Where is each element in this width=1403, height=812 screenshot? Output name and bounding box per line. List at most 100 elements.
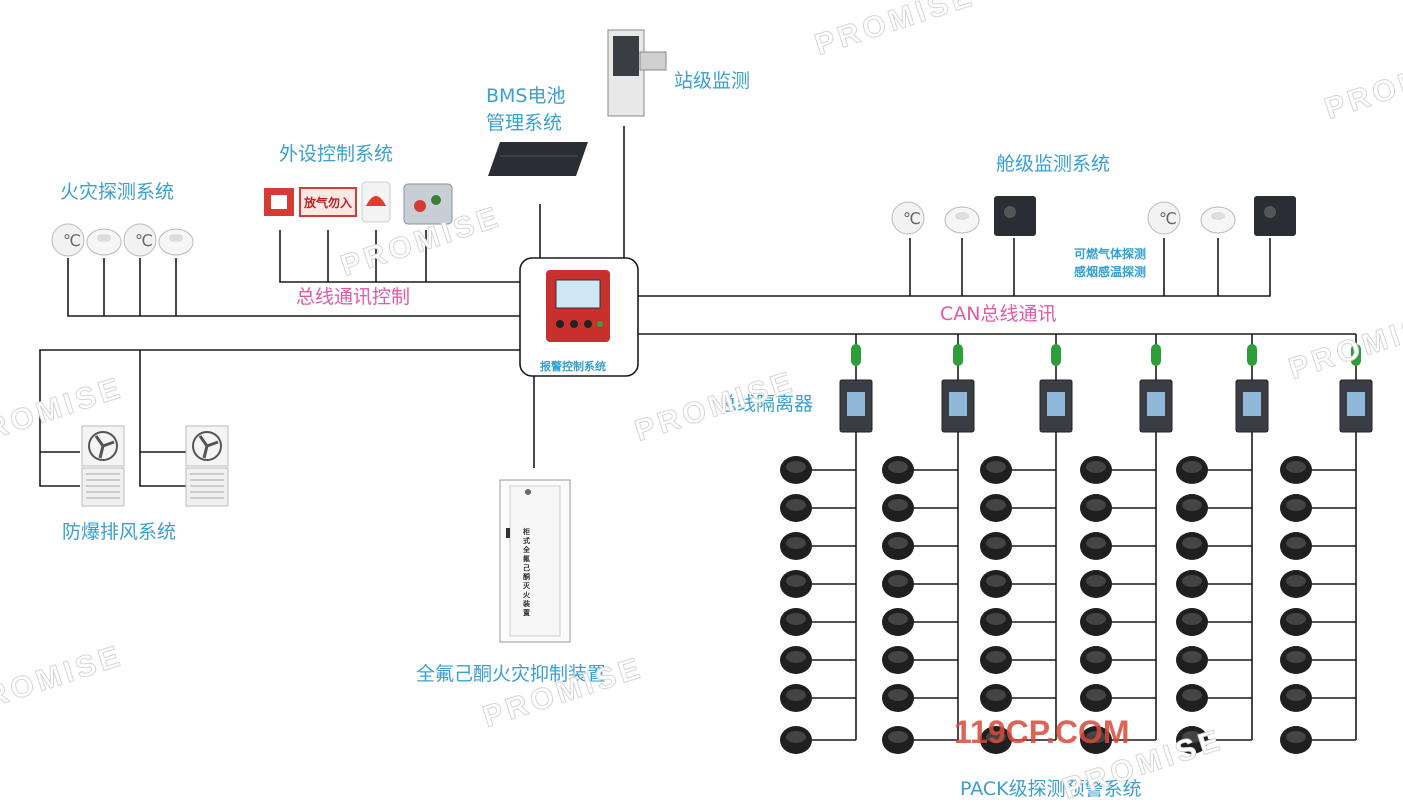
pack-detector-lens [1182, 461, 1202, 473]
heat-detector-icon: ℃ [1147, 201, 1181, 235]
gas-detector-icon [994, 196, 1036, 236]
pack-detector-lens [888, 651, 908, 663]
smoke-temp-detect-label: 感烟感温探测 [1074, 265, 1147, 279]
pack-warning-label: PACK级探测预警系统 [960, 778, 1142, 800]
control-box-icon [403, 183, 453, 225]
cabin-bus [638, 238, 1271, 297]
isolator-link-icon [953, 344, 963, 366]
smoke-detector-icon [944, 206, 980, 234]
pack-detector-lens [786, 689, 806, 701]
manual-call-point-icon [264, 188, 294, 216]
pack-detector-lens [1182, 499, 1202, 511]
cabinet-vertical-text: 柜式全氟己酮灭火装置 [523, 528, 530, 617]
suppression-cabinet-icon [499, 479, 571, 643]
isolator-display [1243, 392, 1261, 416]
smoke-detector-icon [1200, 206, 1236, 234]
peripheral-bus [279, 230, 520, 283]
pack-detector-lens [1182, 651, 1202, 663]
site-watermark: 119CP.COM [954, 714, 1130, 750]
cabin-monitor-label: 舱级监测系统 [996, 153, 1111, 175]
suppression-label: 全氟己酮火灾抑制装置 [416, 663, 607, 685]
pack-detector-lens [1086, 499, 1106, 511]
station-monitor-label: 站级监测 [674, 70, 751, 92]
pack-detector-lens [986, 651, 1006, 663]
pack-detector-lens [888, 731, 908, 743]
smoke-detector-icon [86, 228, 122, 256]
bus-isolator-label: 总线隔离器 [718, 393, 814, 415]
svg-text:℃: ℃ [63, 231, 81, 250]
pack-detector-lens [1182, 537, 1202, 549]
exhaust-fan-icon [81, 425, 125, 467]
pack-detector-lens [1286, 731, 1306, 743]
isolator-link-icon [1151, 344, 1161, 366]
isolator-link-icon [1051, 344, 1061, 366]
pack-detector-lens [1182, 731, 1202, 743]
pack-detector-lens [1182, 689, 1202, 701]
pack-detector-lens [888, 537, 908, 549]
pack-detector-lens [888, 461, 908, 473]
isolator-link-icon [1247, 344, 1257, 366]
bms-label-line1: BMS电池 [486, 85, 566, 107]
peripheral-control-label: 外设控制系统 [279, 143, 394, 165]
isolator-display [1147, 392, 1165, 416]
pack-detector-lens [786, 461, 806, 473]
pack-detector-lens [986, 537, 1006, 549]
pack-detector-lens [1086, 613, 1106, 625]
pack-detector-lens [1286, 651, 1306, 663]
pack-detector-lens [986, 731, 1006, 743]
pack-detector-lens [888, 689, 908, 701]
alarm-controller-icon [519, 257, 639, 377]
pack-detector-lens [1286, 461, 1306, 473]
pack-columns [780, 334, 1373, 754]
heat-detector-icon: ℃ [123, 223, 157, 257]
pack-detector-lens [1286, 613, 1306, 625]
pack-detector-lens [786, 651, 806, 663]
pack-detector-lens [888, 613, 908, 625]
pack-detector-lens [1086, 575, 1106, 587]
pack-detector-lens [1086, 537, 1106, 549]
isolator-display [847, 392, 865, 416]
smoke-detector-icon: ℃ [891, 201, 925, 235]
pack-detector-lens [986, 575, 1006, 587]
isolator-display [1047, 392, 1065, 416]
bms-label-line2: 管理系统 [486, 112, 563, 134]
pack-detector-lens [786, 575, 806, 587]
fan-bus [39, 349, 520, 487]
pack-detector-lens [1086, 731, 1106, 743]
pack-detector-lens [1086, 689, 1106, 701]
fan-bus-2 [139, 350, 186, 487]
exhaust-fan-icon [185, 425, 229, 467]
no-entry-sign-text: 放气勿入 [304, 196, 353, 210]
isolator-display [1347, 392, 1365, 416]
svg-text:℃: ℃ [135, 231, 153, 250]
svg-text:℃: ℃ [1159, 209, 1177, 228]
vent-louver-icon [81, 467, 125, 507]
isolator-display [949, 392, 967, 416]
no-entry-sign-icon [299, 187, 357, 217]
bms-unit-icon [488, 142, 588, 176]
pack-detector-lens [786, 613, 806, 625]
gas-detector-icon [1254, 196, 1296, 236]
pack-detector-lens [1182, 575, 1202, 587]
isolator-link-icon [851, 344, 861, 366]
isolator-link-icon [1351, 344, 1361, 366]
pack-detector-lens [786, 537, 806, 549]
pack-detector-lens [786, 731, 806, 743]
svg-text:℃: ℃ [903, 209, 921, 228]
gas-detect-label: 可燃气体探测 [1074, 247, 1147, 261]
pack-detector-lens [986, 613, 1006, 625]
pack-detector-lens [986, 461, 1006, 473]
fire-detection-label: 火灾探测系统 [60, 181, 175, 203]
pack-detector-lens [986, 499, 1006, 511]
pack-detector-lens [1086, 651, 1106, 663]
pack-detector-lens [786, 499, 806, 511]
pack-detector-lens [1286, 537, 1306, 549]
pack-detector-lens [888, 575, 908, 587]
pack-detector-lens [1182, 613, 1202, 625]
pack-detector-lens [1286, 499, 1306, 511]
pack-detector-lens [1286, 575, 1306, 587]
pack-detector-lens [1086, 461, 1106, 473]
device-icons: ℃ ℃ [51, 29, 1296, 643]
